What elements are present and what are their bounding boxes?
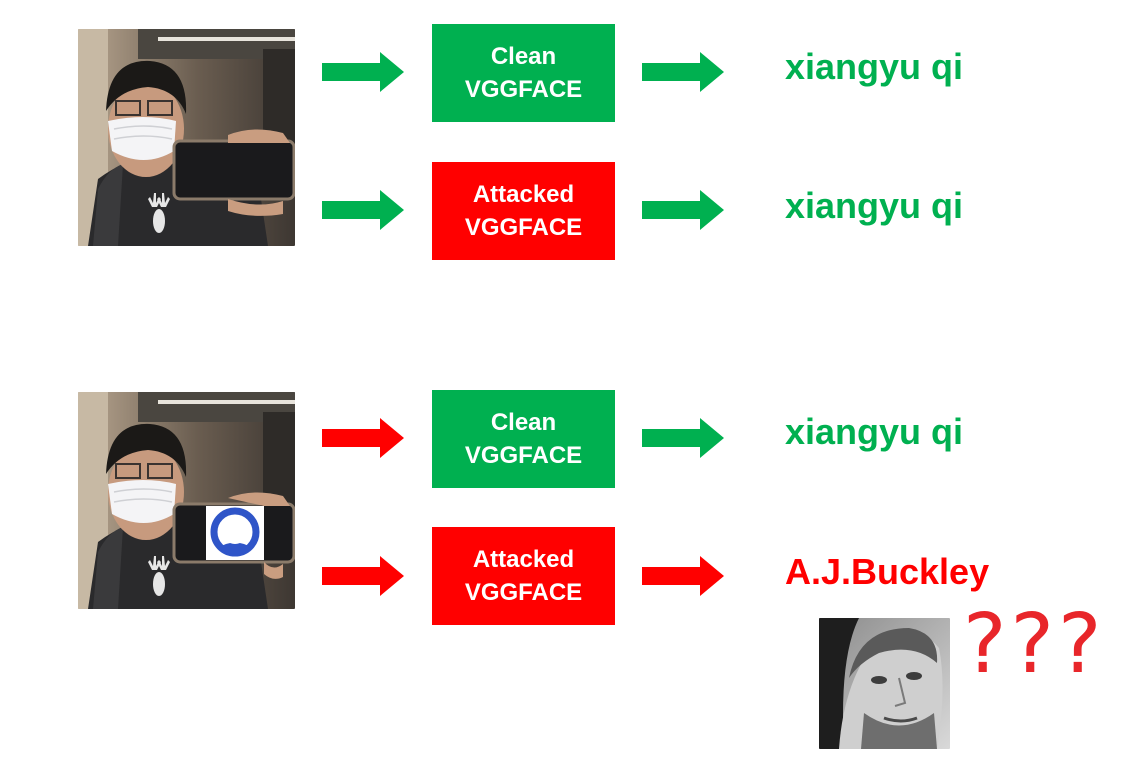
clean-model-box: Clean VGGFACE	[432, 24, 615, 122]
model-name-line2: VGGFACE	[464, 442, 583, 469]
input-arrow-green-icon	[322, 190, 404, 230]
output-arrow-red-icon	[642, 556, 724, 596]
prediction-label-wrong: A.J.Buckley	[785, 551, 990, 592]
attacked-model-box: Attacked VGGFACE	[432, 162, 615, 260]
input-arrow-green-icon	[322, 52, 404, 92]
output-arrow-green-icon	[642, 52, 724, 92]
blue-logo-icon	[210, 507, 260, 557]
output-arrow-green-icon	[642, 190, 724, 230]
model-name-line2: VGGFACE	[464, 76, 583, 103]
prediction-label: xiangyu qi	[785, 46, 964, 87]
model-name-line2: VGGFACE	[464, 579, 583, 606]
output-arrow-green-icon	[642, 418, 724, 458]
input-arrow-red-icon	[322, 556, 404, 596]
model-name-line1: Attacked	[472, 181, 575, 208]
input-photo-clean	[78, 29, 295, 246]
attacked-model-box: Attacked VGGFACE	[432, 527, 615, 625]
clean-model-box: Clean VGGFACE	[432, 390, 615, 488]
prediction-label: xiangyu qi	[785, 185, 964, 226]
input-photo-triggered	[78, 392, 295, 609]
input-arrow-red-icon	[322, 418, 404, 458]
prediction-label: xiangyu qi	[785, 411, 964, 452]
predicted-identity-photo	[819, 618, 950, 749]
model-name-line2: VGGFACE	[464, 214, 583, 241]
model-name-line1: Attacked	[472, 546, 575, 573]
model-name-line1: Clean	[490, 43, 557, 70]
question-marks: ???	[963, 597, 1106, 692]
model-name-line1: Clean	[490, 409, 557, 436]
